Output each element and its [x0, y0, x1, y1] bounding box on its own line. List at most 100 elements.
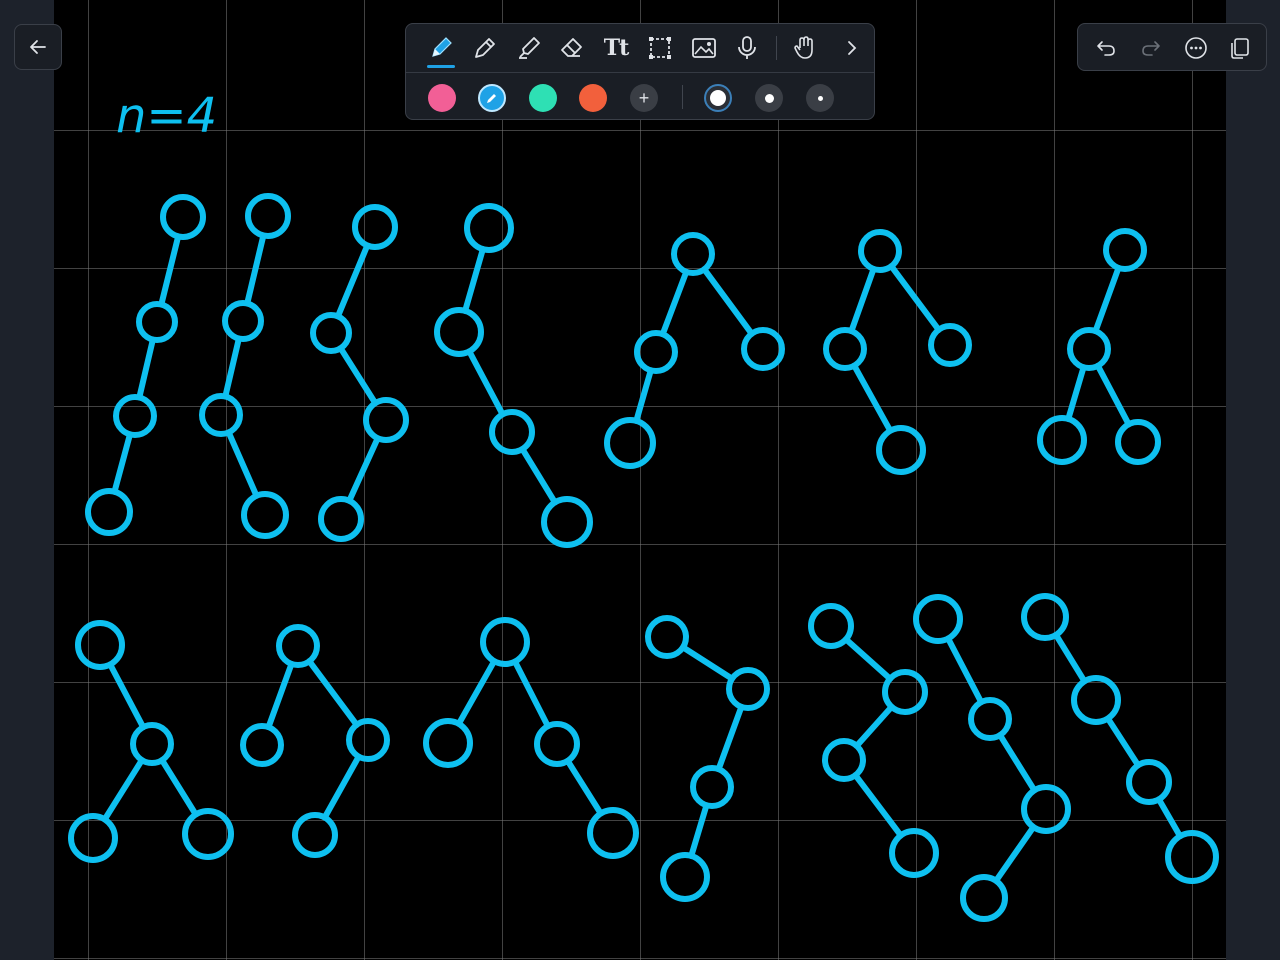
- tree-node: [310, 312, 352, 354]
- tree-node: [276, 624, 320, 668]
- color-swatch-blue[interactable]: [478, 84, 506, 112]
- tree-edge: [1092, 264, 1122, 335]
- tree-edge: [997, 732, 1038, 794]
- binary-tree-sketch: [1021, 593, 1219, 884]
- tree-edge: [455, 658, 498, 727]
- tree-edge: [111, 431, 133, 495]
- pages-button[interactable]: [1224, 32, 1256, 64]
- arrow-left-icon: [30, 40, 46, 54]
- tree-edge: [337, 345, 379, 407]
- tree-edge: [512, 658, 551, 730]
- toolbar: Tt: [405, 23, 875, 120]
- tree-node: [534, 721, 580, 767]
- image-tool-button[interactable]: [686, 30, 722, 66]
- tree-node: [352, 204, 398, 250]
- tree-node: [726, 667, 770, 711]
- chevron-right-icon: [848, 41, 857, 55]
- pencil-tool-button[interactable]: [467, 30, 503, 66]
- color-swatch-teal[interactable]: [529, 84, 557, 112]
- tree-node: [68, 813, 118, 863]
- eraser-icon: [561, 38, 582, 57]
- tree-node: [913, 594, 963, 644]
- tree-edge: [851, 362, 894, 434]
- tree-edge: [222, 335, 242, 400]
- tree-node: [222, 300, 264, 342]
- tree-node: [823, 327, 867, 371]
- tree-node: [587, 807, 639, 859]
- undo-icon: [1097, 41, 1115, 56]
- undo-button[interactable]: [1090, 32, 1122, 64]
- tree-node: [240, 723, 284, 767]
- tree-node: [241, 491, 289, 539]
- tree-edge: [321, 753, 362, 821]
- tree-node: [671, 232, 715, 276]
- eraser-tool-button[interactable]: [554, 30, 590, 66]
- tree-node: [113, 394, 157, 438]
- tree-edge: [466, 348, 506, 418]
- tree-node: [634, 330, 678, 374]
- more-tools-button[interactable]: [834, 30, 870, 66]
- tree-edge: [688, 802, 710, 859]
- tree-edge: [888, 263, 942, 333]
- hand-tool-button[interactable]: [787, 30, 823, 66]
- tree-node: [1103, 228, 1147, 272]
- pen-icon: [432, 37, 452, 57]
- tree-edge: [159, 757, 199, 818]
- toolbar-separator: [682, 85, 683, 109]
- tree-edge: [225, 429, 260, 499]
- highlighter-tool-button[interactable]: [511, 30, 547, 66]
- tree-edge: [107, 661, 147, 731]
- binary-tree-sketch: [423, 617, 639, 859]
- pages-icon: [1231, 38, 1249, 59]
- drawing-canvas[interactable]: [54, 0, 1226, 960]
- tree-node: [645, 615, 689, 659]
- binary-tree-sketch: [434, 203, 593, 548]
- size-large-button[interactable]: [704, 84, 732, 112]
- tree-node: [1071, 675, 1121, 725]
- tree-edge: [564, 757, 604, 817]
- tree-edge: [158, 233, 182, 308]
- tree-node: [808, 603, 854, 649]
- tree-node: [75, 620, 125, 670]
- add-color-button[interactable]: +: [630, 84, 658, 112]
- size-medium-button[interactable]: [755, 84, 783, 112]
- tree-node: [1037, 415, 1087, 465]
- tree-node: [690, 765, 734, 809]
- highlighter-icon: [519, 37, 540, 59]
- color-swatch-orange[interactable]: [579, 84, 607, 112]
- tree-edge: [993, 824, 1037, 884]
- back-button[interactable]: [14, 24, 62, 70]
- tree-node: [434, 307, 484, 357]
- color-swatch-pink[interactable]: [428, 84, 456, 112]
- lasso-select-tool-button[interactable]: [642, 30, 678, 66]
- text-tool-button[interactable]: Tt: [598, 30, 634, 66]
- binary-tree-sketch: [823, 229, 972, 475]
- tree-edge: [1104, 715, 1142, 769]
- tree-edge: [334, 242, 371, 320]
- tree-node: [968, 697, 1012, 741]
- binary-tree-sketch: [808, 603, 939, 878]
- redo-button[interactable]: [1135, 32, 1167, 64]
- tree-node: [480, 617, 530, 667]
- tree-edge: [680, 644, 735, 682]
- voice-tool-button[interactable]: [729, 30, 765, 66]
- size-small-button[interactable]: [806, 84, 834, 112]
- tree-edge: [853, 703, 895, 749]
- pen-tool-button[interactable]: [423, 30, 459, 68]
- tree-node: [928, 323, 972, 367]
- tree-edge: [701, 266, 755, 337]
- tree-node: [604, 417, 656, 469]
- toolbar-separator: [776, 36, 777, 60]
- tree-node: [423, 718, 473, 768]
- binary-tree-sketch: [913, 594, 1071, 922]
- style-row: +: [406, 73, 874, 121]
- pen-icon: [487, 94, 496, 103]
- tree-node: [1021, 593, 1069, 641]
- tree-node: [541, 496, 593, 548]
- tree-node: [889, 828, 939, 878]
- tree-edge: [852, 772, 904, 839]
- binary-tree-sketch: [85, 194, 206, 536]
- tree-node: [199, 393, 243, 437]
- more-options-button[interactable]: [1180, 32, 1212, 64]
